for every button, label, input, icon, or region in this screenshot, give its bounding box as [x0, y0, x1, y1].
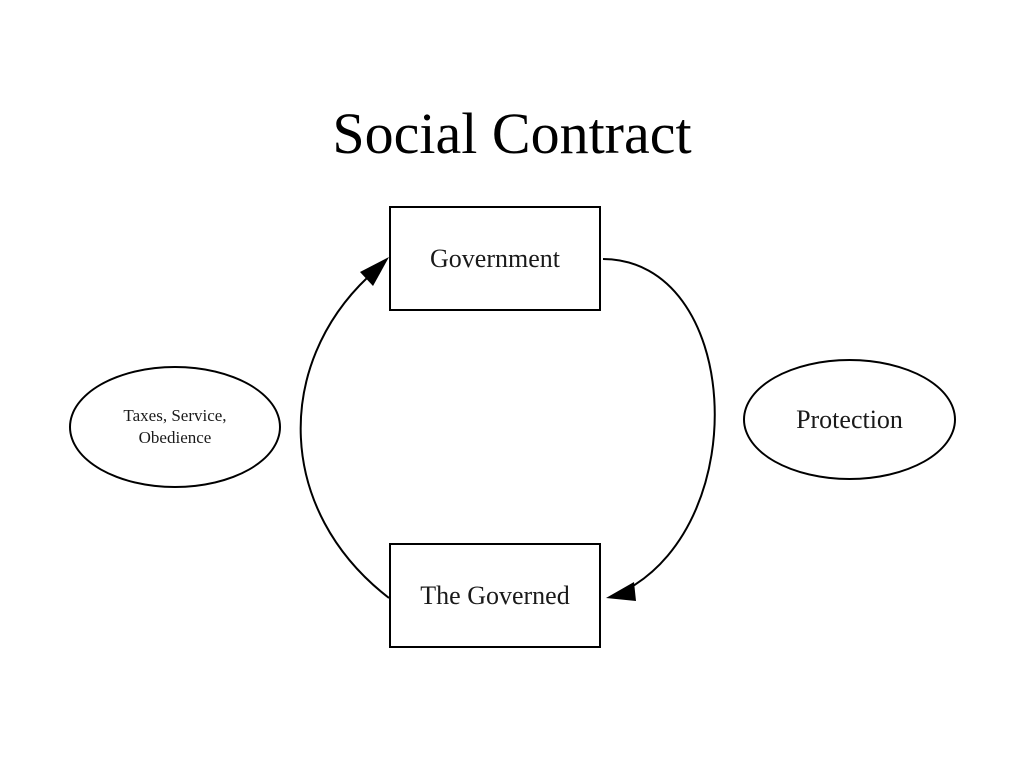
arrow-government-to-governed: [602, 258, 716, 591]
government-label: Government: [430, 243, 560, 273]
government-box: Government: [389, 206, 601, 311]
arrowhead-government: [360, 257, 389, 286]
governed-label: The Governed: [420, 580, 570, 610]
slide-title: Social Contract: [332, 101, 692, 166]
protection-ellipse: Protection: [743, 359, 956, 480]
governed-box: The Governed: [389, 543, 601, 648]
arrowhead-governed: [606, 582, 636, 601]
protection-label: Protection: [796, 404, 903, 434]
taxes-label: Taxes, Service, Obedience: [123, 406, 227, 447]
taxes-ellipse: Taxes, Service, Obedience: [69, 366, 281, 488]
arrow-governed-to-government: [299, 276, 390, 599]
